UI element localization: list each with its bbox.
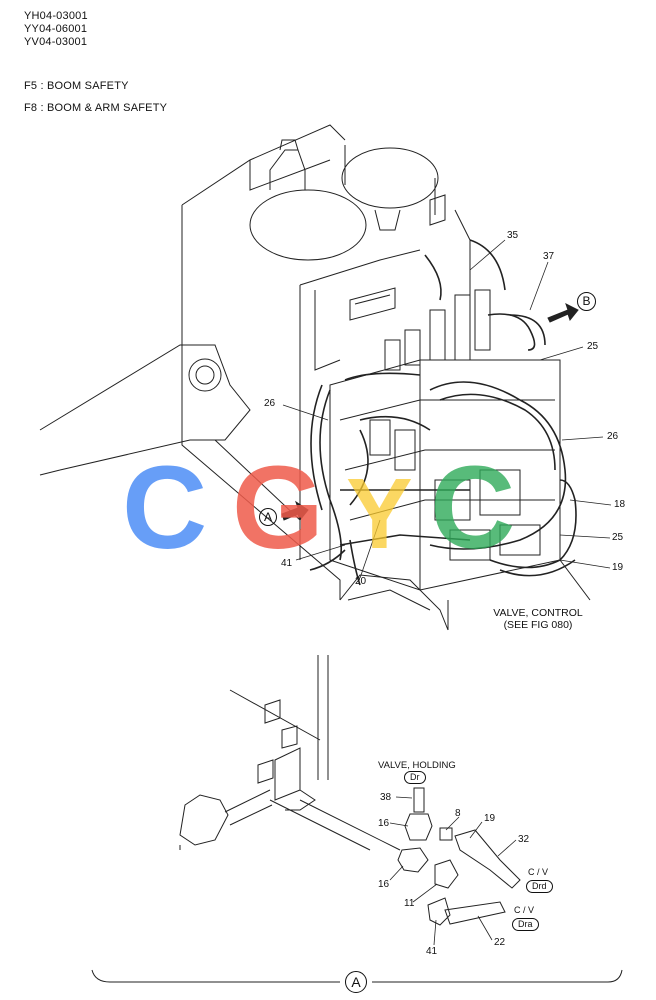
holding-valve-port-dr: Dr <box>404 771 426 784</box>
watermark-letter-c2: C <box>430 442 515 574</box>
watermark-letter-y: Y <box>346 458 413 570</box>
callout-41-lower: 41 <box>426 946 438 957</box>
callout-25-upper: 25 <box>587 341 599 352</box>
callout-16-lower: 16 <box>378 879 390 890</box>
lower-frame-outline <box>340 560 590 630</box>
callout-37: 37 <box>543 251 555 262</box>
callout-19-lower: 19 <box>484 813 496 824</box>
callout-leaders-top <box>283 240 611 578</box>
boom-bracket-outline <box>40 345 300 520</box>
view-a-marker: A <box>259 508 277 526</box>
callout-18: 18 <box>614 499 626 510</box>
cv-port-drd: Drd <box>526 880 553 893</box>
serial-number-3: YV04-03001 <box>24 36 88 48</box>
callout-26-left: 26 <box>264 398 276 409</box>
tank-cap-right <box>342 148 438 208</box>
callout-leaders-bottom <box>390 797 516 945</box>
machine-body-outline <box>182 125 470 600</box>
detail-a-drawing <box>180 655 400 850</box>
holding-valve-title: VALVE, HOLDING <box>378 760 456 771</box>
serial-number-2: YY04-06001 <box>24 23 88 35</box>
holding-valve-fittings <box>398 788 520 925</box>
callout-22: 22 <box>494 937 506 948</box>
watermark-letter-g: G <box>232 442 324 574</box>
callout-38: 38 <box>380 792 392 803</box>
callout-19: 19 <box>612 562 624 573</box>
watermark-letter-c1: C <box>122 442 207 574</box>
callout-8: 8 <box>455 808 461 819</box>
callout-41: 41 <box>281 558 293 569</box>
view-b-marker: B <box>577 292 596 311</box>
callout-20: 20 <box>355 576 367 587</box>
legend-boom-safety: F5 : BOOM SAFETY <box>24 80 129 92</box>
detail-a-bracket <box>92 970 622 982</box>
cv-label-drd: C / V <box>528 867 549 877</box>
callout-11: 11 <box>404 898 415 909</box>
view-a-arrow <box>282 502 308 520</box>
tank-cap-left <box>250 190 366 260</box>
cv-label-dra: C / V <box>514 905 535 915</box>
callout-35: 35 <box>507 230 519 241</box>
callout-16-upper: 16 <box>378 818 390 829</box>
callout-25-lower: 25 <box>612 532 624 543</box>
view-b-arrow <box>548 304 578 322</box>
detail-a-label: A <box>345 971 367 993</box>
hose-routing <box>310 240 576 585</box>
cv-port-dra: Dra <box>512 918 539 931</box>
valve-control-ref: (SEE FIG 080) <box>503 619 573 631</box>
callout-32: 32 <box>518 834 530 845</box>
callout-26-right: 26 <box>607 431 619 442</box>
serial-number-1: YH04-03001 <box>24 10 88 22</box>
valve-control-caption: VALVE, CONTROL <box>493 607 583 619</box>
legend-boom-arm-safety: F8 : BOOM & ARM SAFETY <box>24 102 168 114</box>
